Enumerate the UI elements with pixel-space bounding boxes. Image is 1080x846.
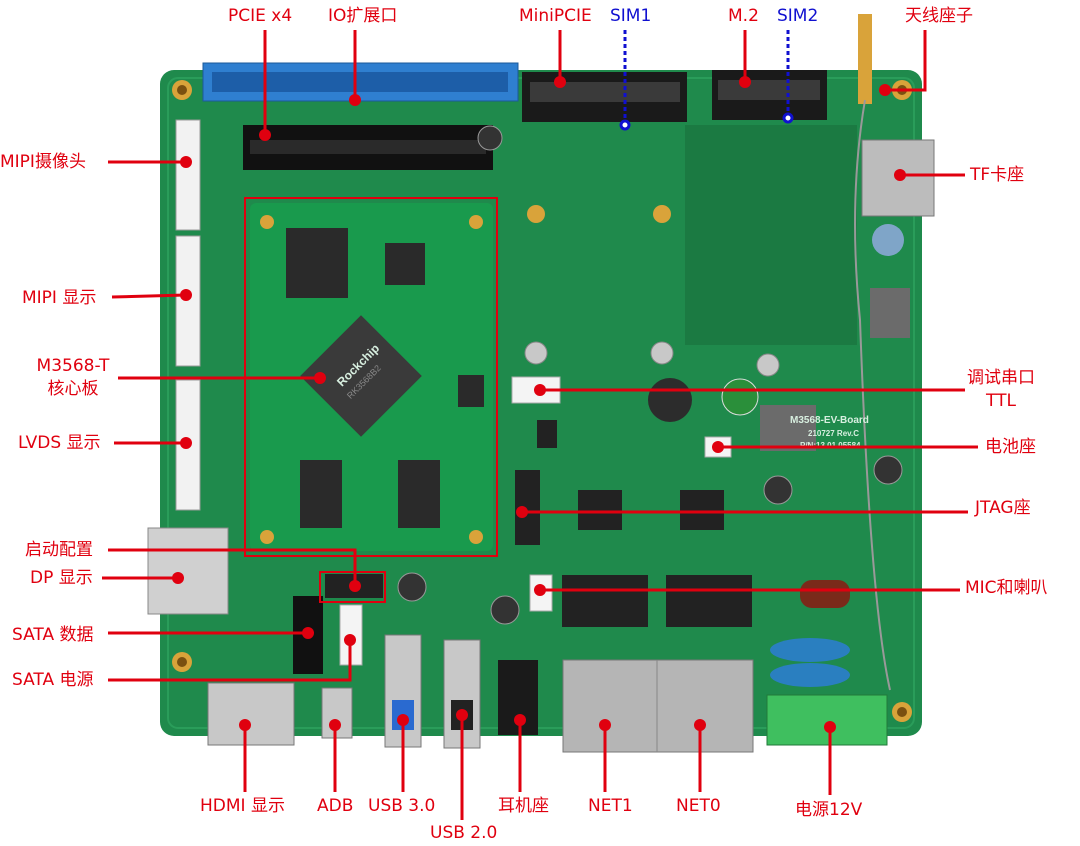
mipi-camera-connector <box>175 119 201 231</box>
leader-dots <box>172 76 906 733</box>
label-debug-uart: 调试串口 TTL <box>965 368 1037 411</box>
label-m2: M.2 <box>728 6 759 26</box>
sim-leader-lines <box>623 30 790 125</box>
label-mipi-camera: MIPI摄像头 <box>0 152 86 172</box>
label-sata-data: SATA 数据 <box>12 625 94 645</box>
label-debug-uart-line1: 调试串口 <box>967 368 1035 388</box>
label-core-board-line1: M3568-T <box>36 356 110 376</box>
label-earphone: 耳机座 <box>498 796 549 816</box>
label-adb: ADB <box>317 796 354 816</box>
label-pcie: PCIE x4 <box>228 6 293 26</box>
label-mic-speaker: MIC和喇叭 <box>965 578 1048 598</box>
label-io-expansion: IO扩展口 <box>328 6 398 26</box>
dp-port <box>147 527 229 615</box>
label-core-board: M3568-T 核心板 <box>30 356 116 399</box>
label-sim1: SIM1 <box>610 6 652 26</box>
label-core-board-line2: 核心板 <box>47 379 99 399</box>
label-power-12v: 电源12V <box>795 800 863 820</box>
label-boot-config: 启动配置 <box>25 540 93 560</box>
rj45-ports <box>562 659 754 753</box>
soc-chip <box>300 315 422 437</box>
mipi-display-connector <box>175 235 201 367</box>
label-battery: 电池座 <box>985 437 1036 457</box>
label-sim2: SIM2 <box>777 6 819 26</box>
leader-lines <box>102 30 978 820</box>
label-antenna: 天线座子 <box>905 6 973 26</box>
label-usb2: USB 2.0 <box>430 823 498 843</box>
mounting-holes <box>172 80 912 722</box>
label-hdmi: HDMI 显示 <box>200 796 285 816</box>
antenna-connector <box>858 14 872 104</box>
label-minipcie: MiniPCIE <box>519 6 592 26</box>
hdmi-port <box>207 682 295 746</box>
power-terminal <box>766 694 888 746</box>
label-usb3: USB 3.0 <box>368 796 436 816</box>
label-net1: NET1 <box>588 796 633 816</box>
label-net0: NET0 <box>676 796 721 816</box>
label-lvds: LVDS 显示 <box>18 433 101 453</box>
label-dp: DP 显示 <box>30 568 93 588</box>
label-tf-slot: TF卡座 <box>970 165 1025 185</box>
label-sata-power: SATA 电源 <box>12 670 94 690</box>
label-mipi-display: MIPI 显示 <box>22 288 97 308</box>
board-name: M3568-EV-Board <box>790 415 869 426</box>
board-rev: 210727 Rev.C <box>808 429 859 438</box>
label-jtag: JTAG座 <box>975 498 1031 518</box>
boot-config-highlight <box>319 571 386 603</box>
label-debug-uart-line2: TTL <box>986 391 1016 411</box>
